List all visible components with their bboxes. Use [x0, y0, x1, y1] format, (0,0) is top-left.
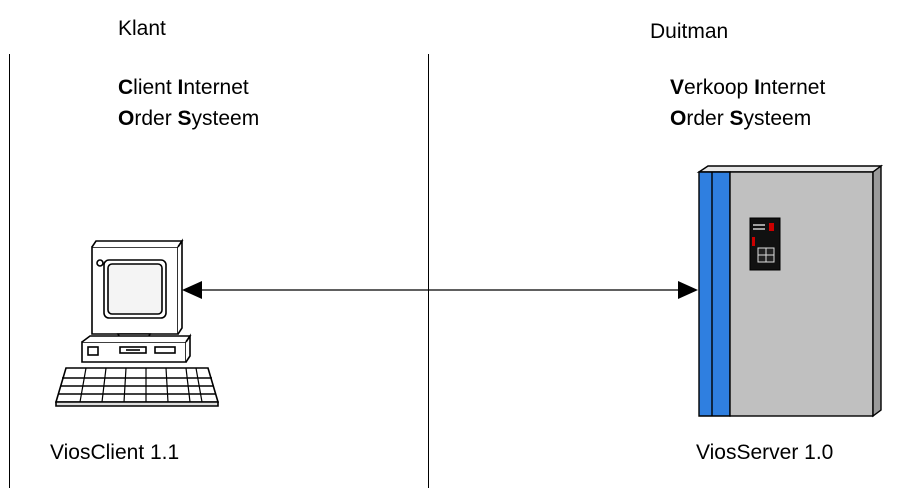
word-rest: rder [686, 107, 730, 130]
server-cabinet-icon [696, 164, 884, 418]
server-label: ViosServer 1.0 [696, 441, 834, 464]
word-rest: nternet [183, 76, 249, 99]
server-system-line1: Verkoop Internet [670, 75, 825, 101]
word-rest: lient [133, 76, 178, 99]
server-system-line2: Order Systeem [670, 106, 811, 132]
column-divider [428, 54, 429, 488]
initial: S [729, 107, 744, 130]
word-rest: ysteem [743, 107, 812, 130]
initial: I [754, 76, 760, 99]
word-rest: nternet [759, 76, 826, 99]
word-rest: ysteem [191, 107, 260, 130]
client-system-line2: Order Systeem [118, 106, 259, 132]
initial: O [670, 107, 687, 130]
initial: I [177, 76, 184, 99]
initial: V [670, 76, 685, 99]
connection-arrow [182, 281, 698, 299]
initial: O [118, 107, 135, 130]
initial: C [118, 76, 134, 99]
client-label: ViosClient 1.1 [50, 441, 180, 464]
word-rest: erkoop [684, 76, 755, 99]
word-rest: rder [134, 107, 178, 130]
right-header: Duitman [650, 20, 729, 43]
desktop-computer-icon [54, 238, 220, 407]
client-system-line1: Client Internet [118, 75, 249, 101]
left-border [9, 54, 10, 488]
left-header: Klant [118, 17, 166, 40]
initial: S [177, 107, 192, 130]
